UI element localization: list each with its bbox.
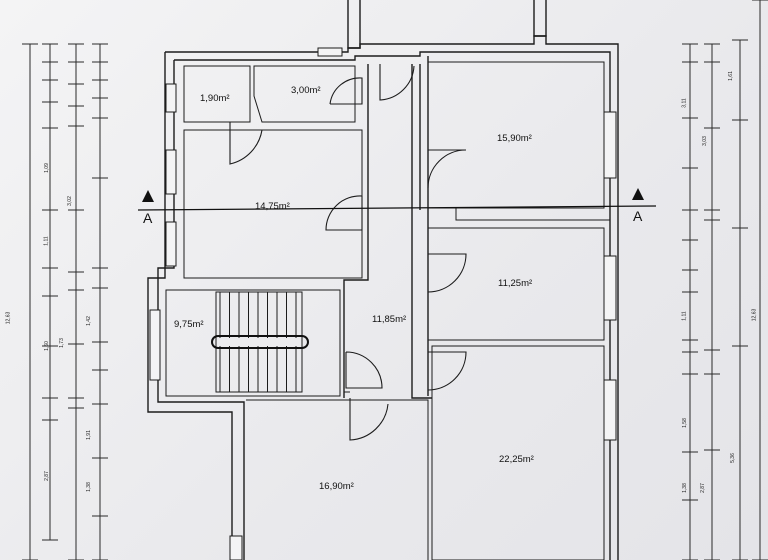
dim-r-b: 3,03	[701, 136, 708, 146]
dim-l5: 1,38	[85, 482, 92, 492]
dim-l4: 2,87	[43, 471, 50, 481]
room-label-5: 11,25m²	[498, 278, 533, 289]
dim-l9: 1,91	[85, 430, 92, 440]
dim-l3: 1,60	[43, 341, 50, 351]
section-marker-left: A	[143, 210, 153, 226]
room-label-3: 15,90m²	[497, 133, 532, 144]
dim-r-c: 1,11	[681, 311, 688, 321]
dim-r-d: 1,58	[681, 418, 688, 428]
dim-l7: 1,73	[58, 338, 65, 348]
dim-left-total: 12,63	[5, 311, 12, 325]
windows	[149, 47, 617, 560]
dim-r-f: 2,87	[699, 483, 706, 493]
dim-r-a: 3,11	[681, 98, 688, 108]
dim-right-total: 12,63	[751, 308, 758, 322]
dim-l2: 1,11	[43, 236, 50, 246]
room-label-1: 1,90m²	[200, 93, 230, 104]
room-label-8: 16,90m²	[319, 481, 354, 492]
dim-l6: 3,02	[66, 196, 73, 206]
dim-r-e: 1,38	[681, 483, 688, 493]
room-label-2: 3,00m²	[291, 85, 321, 96]
outer-walls	[147, 35, 619, 560]
stair-outline	[215, 291, 303, 393]
room-label-6: 9,75m²	[174, 319, 204, 330]
dim-l1: 1,09	[43, 163, 50, 173]
dim-r-g: 5,36	[729, 453, 736, 463]
door-swings	[229, 64, 467, 441]
section-line	[137, 188, 657, 211]
section-marker-right: A	[633, 208, 643, 224]
stair-handrail	[211, 335, 309, 349]
staircase	[211, 291, 309, 393]
dim-l8: 1,42	[85, 316, 92, 326]
interior-walls	[165, 56, 610, 560]
dim-r-h: 1,61	[727, 71, 734, 81]
room-label-7: 11,85m²	[372, 314, 407, 325]
room-label-4: 14,75m²	[255, 201, 290, 212]
dimension-lines	[22, 0, 768, 560]
room-label-9: 22,25m²	[499, 454, 534, 465]
top-wall-stubs	[347, 0, 547, 49]
